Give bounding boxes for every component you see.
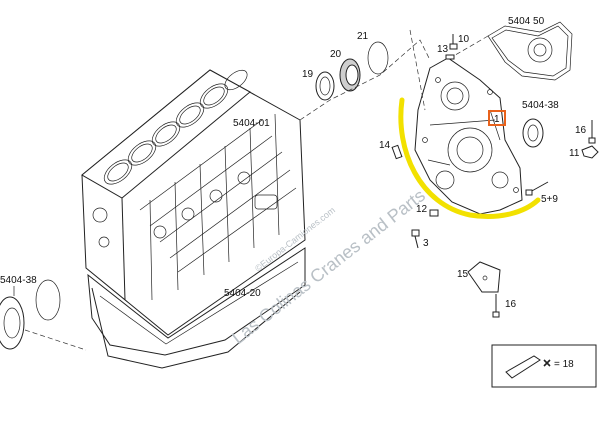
rear-seal-right <box>522 118 544 148</box>
rear-seal-left <box>0 286 87 351</box>
assembly-path-2 <box>409 29 426 111</box>
oilpan-rail <box>99 261 299 345</box>
cover-outline <box>414 57 523 215</box>
label-11: 11 <box>569 148 580 159</box>
label-1: 1 <box>494 114 500 125</box>
washer-13 <box>445 54 455 60</box>
engine-block <box>81 69 306 336</box>
bolt-5-9 <box>525 181 549 196</box>
seal-19 <box>315 71 335 101</box>
label-19: 19 <box>302 69 314 80</box>
block-ribs <box>92 113 297 301</box>
bolt-3 <box>411 229 420 249</box>
rear-gasket-left <box>35 279 61 321</box>
bolt-16a <box>588 120 596 144</box>
assembly-path <box>299 39 431 121</box>
block-edge <box>121 197 126 301</box>
oilpan-flange <box>87 247 306 356</box>
label-13: 13 <box>437 44 449 55</box>
cover-gasket <box>449 21 573 81</box>
label-10: 10 <box>458 34 470 45</box>
washer-12 <box>429 209 439 217</box>
timing-cover <box>414 57 523 215</box>
label-20: 20 <box>330 49 342 60</box>
sealant-tube-icon <box>505 355 541 379</box>
label-16a: 16 <box>575 125 587 136</box>
label-18: = 18 <box>554 359 574 370</box>
oring-21 <box>367 41 389 75</box>
block-deck <box>81 69 251 199</box>
highlight-arc <box>398 97 541 220</box>
plug-11 <box>581 145 599 159</box>
sealant-legend <box>491 344 597 388</box>
cross-icon <box>543 359 551 367</box>
label-3: 3 <box>423 238 429 249</box>
label-15: 15 <box>457 269 469 280</box>
cylinder-bores <box>103 69 248 185</box>
label-oilpan: 5404-20 <box>224 288 261 299</box>
plate-15 <box>467 261 501 293</box>
gear-20 <box>339 58 361 92</box>
bolt-14 <box>391 144 403 160</box>
label-16b: 16 <box>505 299 517 310</box>
part-1-highlight-box <box>488 110 506 126</box>
screw-10 <box>449 34 458 50</box>
label-21: 21 <box>357 31 369 42</box>
label-5-9: 5+9 <box>541 194 558 205</box>
label-12: 12 <box>416 204 428 215</box>
bolt-16b <box>492 294 500 318</box>
oilpan-sump <box>91 287 301 369</box>
seal-ring <box>0 296 25 350</box>
label-14: 14 <box>379 140 391 151</box>
label-rear-seal-left: 5404-38 <box>0 275 37 286</box>
label-block: 5404-01 <box>233 118 270 129</box>
label-rear-seal-right: 5404-38 <box>522 100 559 111</box>
label-gasket: 5404 50 <box>508 16 545 27</box>
oil-pan <box>87 247 306 369</box>
